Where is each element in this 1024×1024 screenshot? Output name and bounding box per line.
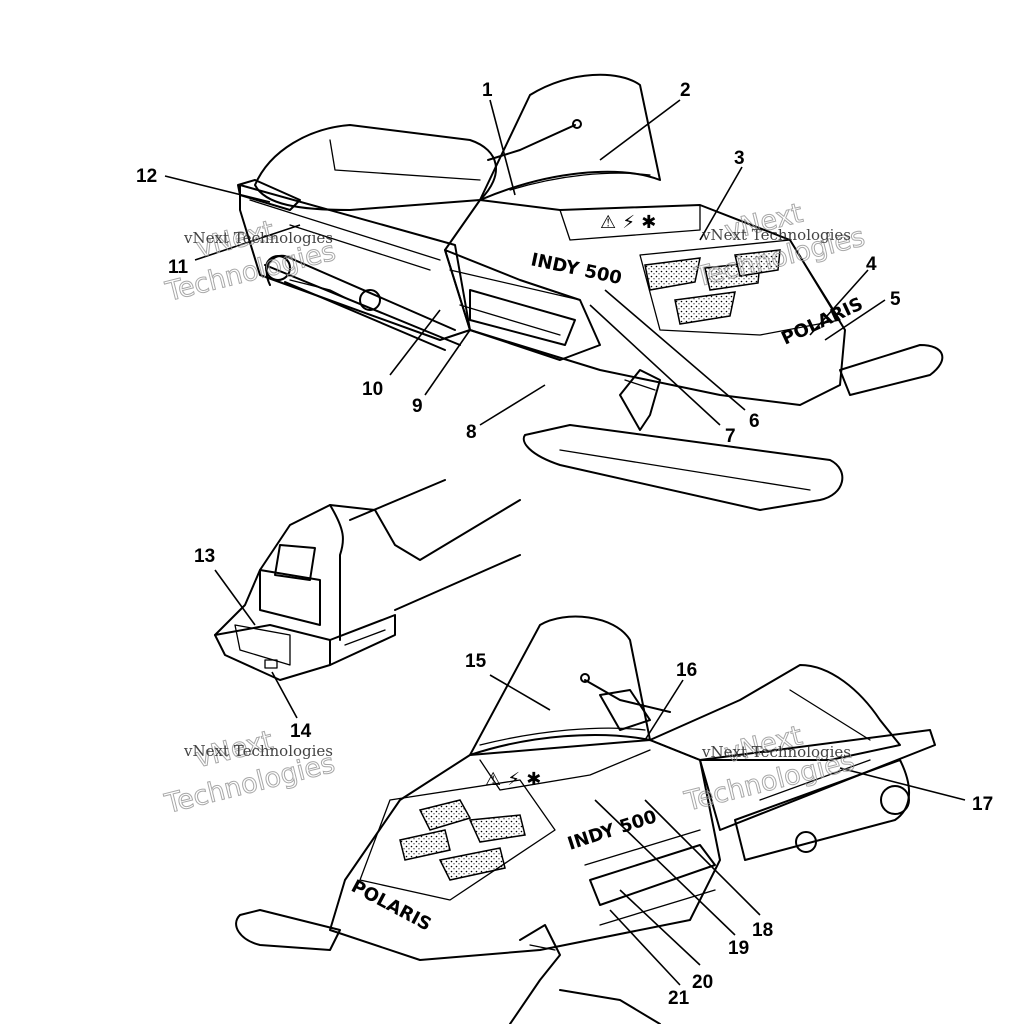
- callout-12: 12: [136, 166, 157, 187]
- callout-13: 13: [194, 546, 215, 567]
- watermark-small: vNext Technologies: [701, 743, 851, 761]
- callout-7: 7: [725, 426, 736, 447]
- leader-lines: [164, 99, 966, 986]
- callout-4: 4: [866, 254, 877, 275]
- callout-numbers: 1 2 3 4 5 6 7 8 9 10 11 12 13 14 15 16 1…: [136, 80, 993, 1009]
- watermarks: vNext Technologies vNext Technologies vN…: [161, 197, 869, 820]
- upper-snowmobile: ⚠ ⚡ ✱ INDY 500 POLARIS: [237, 73, 944, 511]
- callout-1: 1: [482, 80, 493, 101]
- callout-16: 16: [676, 660, 697, 681]
- callout-8: 8: [466, 422, 477, 443]
- callout-19: 19: [728, 938, 749, 959]
- gauge-icons-lower: ⚠ ⚡ ✱: [485, 769, 541, 790]
- lower-snowmobile: ⚠ ⚡ ✱ POLARIS INDY 500: [235, 615, 936, 1024]
- gauge-icons: ⚠ ⚡ ✱: [600, 212, 656, 233]
- watermark-small: vNext Technologies: [701, 226, 851, 244]
- callout-10: 10: [362, 379, 383, 400]
- callout-17: 17: [972, 794, 993, 815]
- polaris-logo-lower: POLARIS: [348, 876, 435, 936]
- watermark-small: vNext Technologies: [183, 229, 333, 247]
- rear-view-inset: [214, 479, 521, 681]
- callout-11: 11: [168, 257, 189, 278]
- callout-18: 18: [752, 920, 773, 941]
- callout-14: 14: [290, 721, 312, 742]
- callout-2: 2: [680, 80, 691, 101]
- callout-5: 5: [890, 289, 901, 310]
- callout-21: 21: [668, 988, 690, 1009]
- callout-6: 6: [749, 411, 760, 432]
- watermark-small: vNext Technologies: [183, 742, 333, 760]
- callout-15: 15: [465, 651, 487, 672]
- callout-3: 3: [734, 148, 745, 169]
- callout-20: 20: [692, 972, 713, 993]
- callout-9: 9: [412, 396, 423, 417]
- indy-500-decal-upper: INDY 500: [529, 249, 624, 289]
